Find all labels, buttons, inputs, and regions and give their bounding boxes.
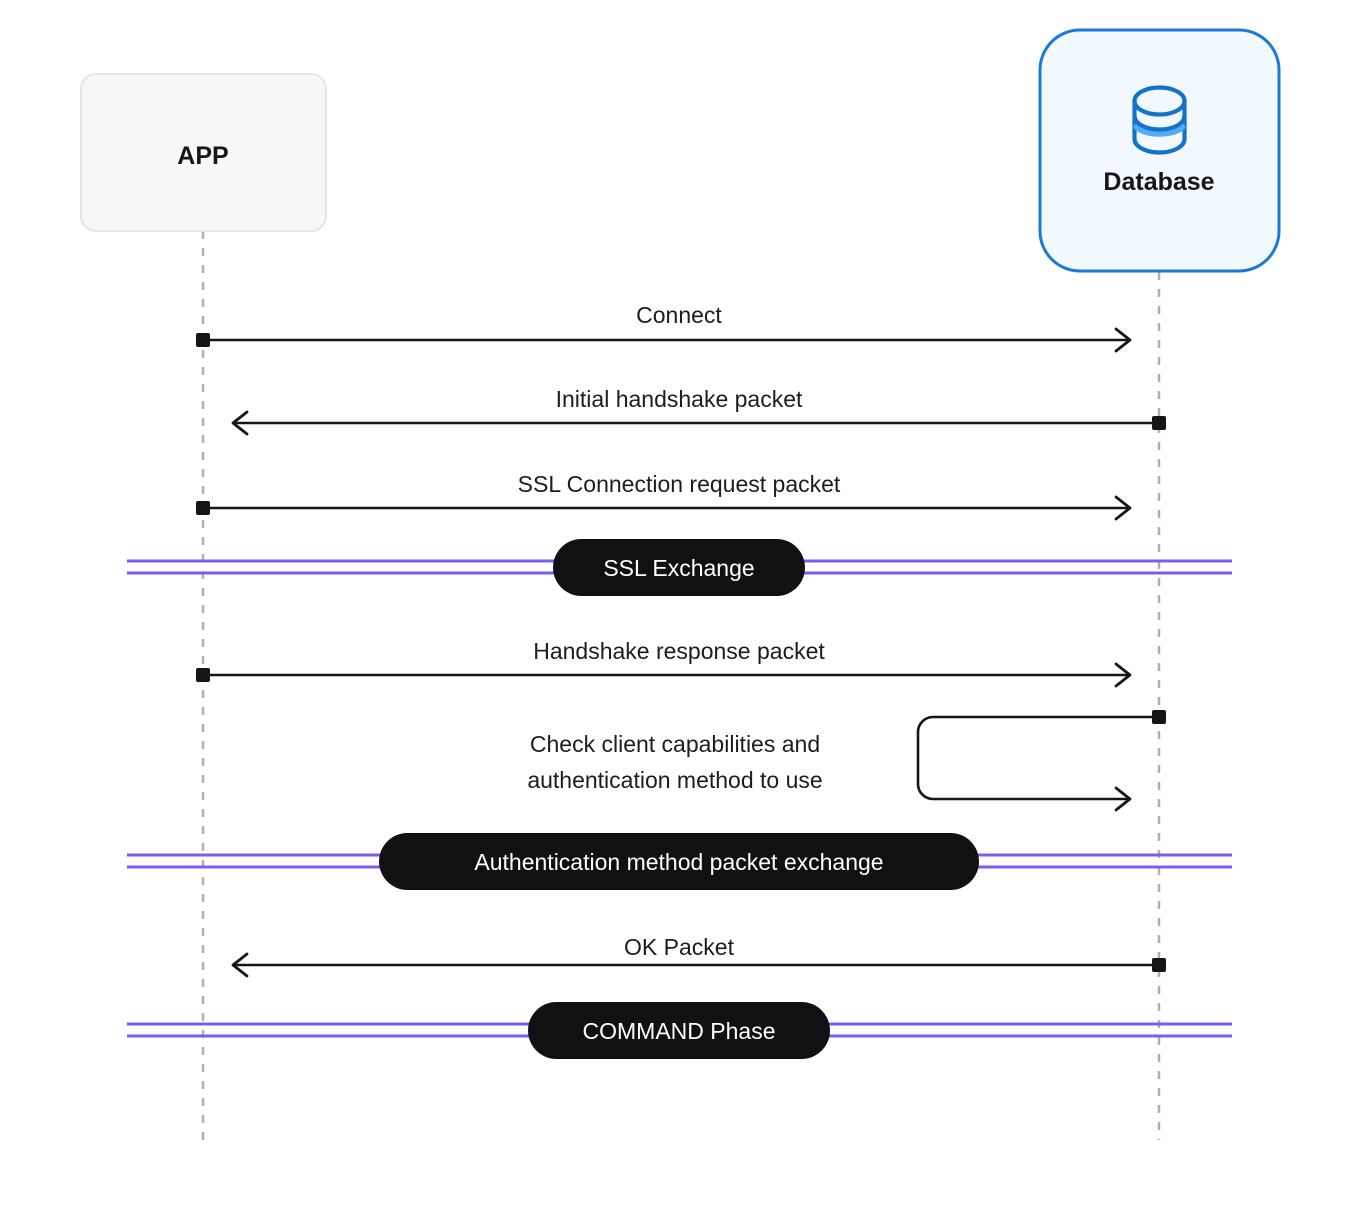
divider-pill [553, 539, 805, 596]
message-initial-handshake-packet[interactable]: Initial handshake packet [231, 386, 1166, 436]
message-connect[interactable]: Connect [196, 302, 1132, 353]
divider-pill [379, 833, 979, 890]
arrowhead-right-icon [1114, 662, 1132, 688]
arrowhead-right-icon [1114, 327, 1132, 353]
message-check-client-capabilities-self-loop[interactable]: Check client capabilities and authentica… [527, 710, 1166, 812]
arrowhead-right-icon [1114, 495, 1132, 521]
divider-label: SSL Exchange [603, 555, 754, 581]
message-ssl-connection-request-packet[interactable]: SSL Connection request packet [196, 471, 1132, 521]
app-label: APP [177, 142, 228, 170]
message-label: Connect [636, 302, 722, 328]
divider-command-phase: COMMAND Phase [127, 1002, 1232, 1059]
message-label: OK Packet [624, 934, 735, 960]
message-ok-packet[interactable]: OK Packet [231, 934, 1166, 978]
arrowhead-right-icon [1114, 786, 1132, 812]
arrowhead-left-icon [231, 410, 249, 436]
divider-authentication-method-packet-exchange: Authentication method packet exchange [127, 833, 1232, 890]
message-label-line-2: authentication method to use [527, 767, 822, 793]
message-handshake-response-packet[interactable]: Handshake response packet [196, 638, 1132, 688]
message-label-line-1: Check client capabilities and [530, 731, 820, 757]
divider-label: COMMAND Phase [583, 1018, 776, 1044]
database-cylinder-icon [1132, 85, 1187, 155]
message-label: Handshake response packet [533, 638, 825, 664]
app-box[interactable] [80, 73, 327, 232]
divider-ssl-exchange: SSL Exchange [127, 539, 1232, 596]
divider-label: Authentication method packet exchange [474, 849, 883, 875]
self-loop-path [916, 715, 1159, 801]
actor-app[interactable]: APP [80, 73, 327, 232]
message-label: SSL Connection request packet [518, 471, 841, 497]
arrowhead-left-icon [231, 952, 249, 978]
actor-database[interactable]: Database [1038, 28, 1281, 273]
message-label: Initial handshake packet [556, 386, 803, 412]
divider-pill [528, 1002, 830, 1059]
database-label: Database [1103, 168, 1214, 196]
